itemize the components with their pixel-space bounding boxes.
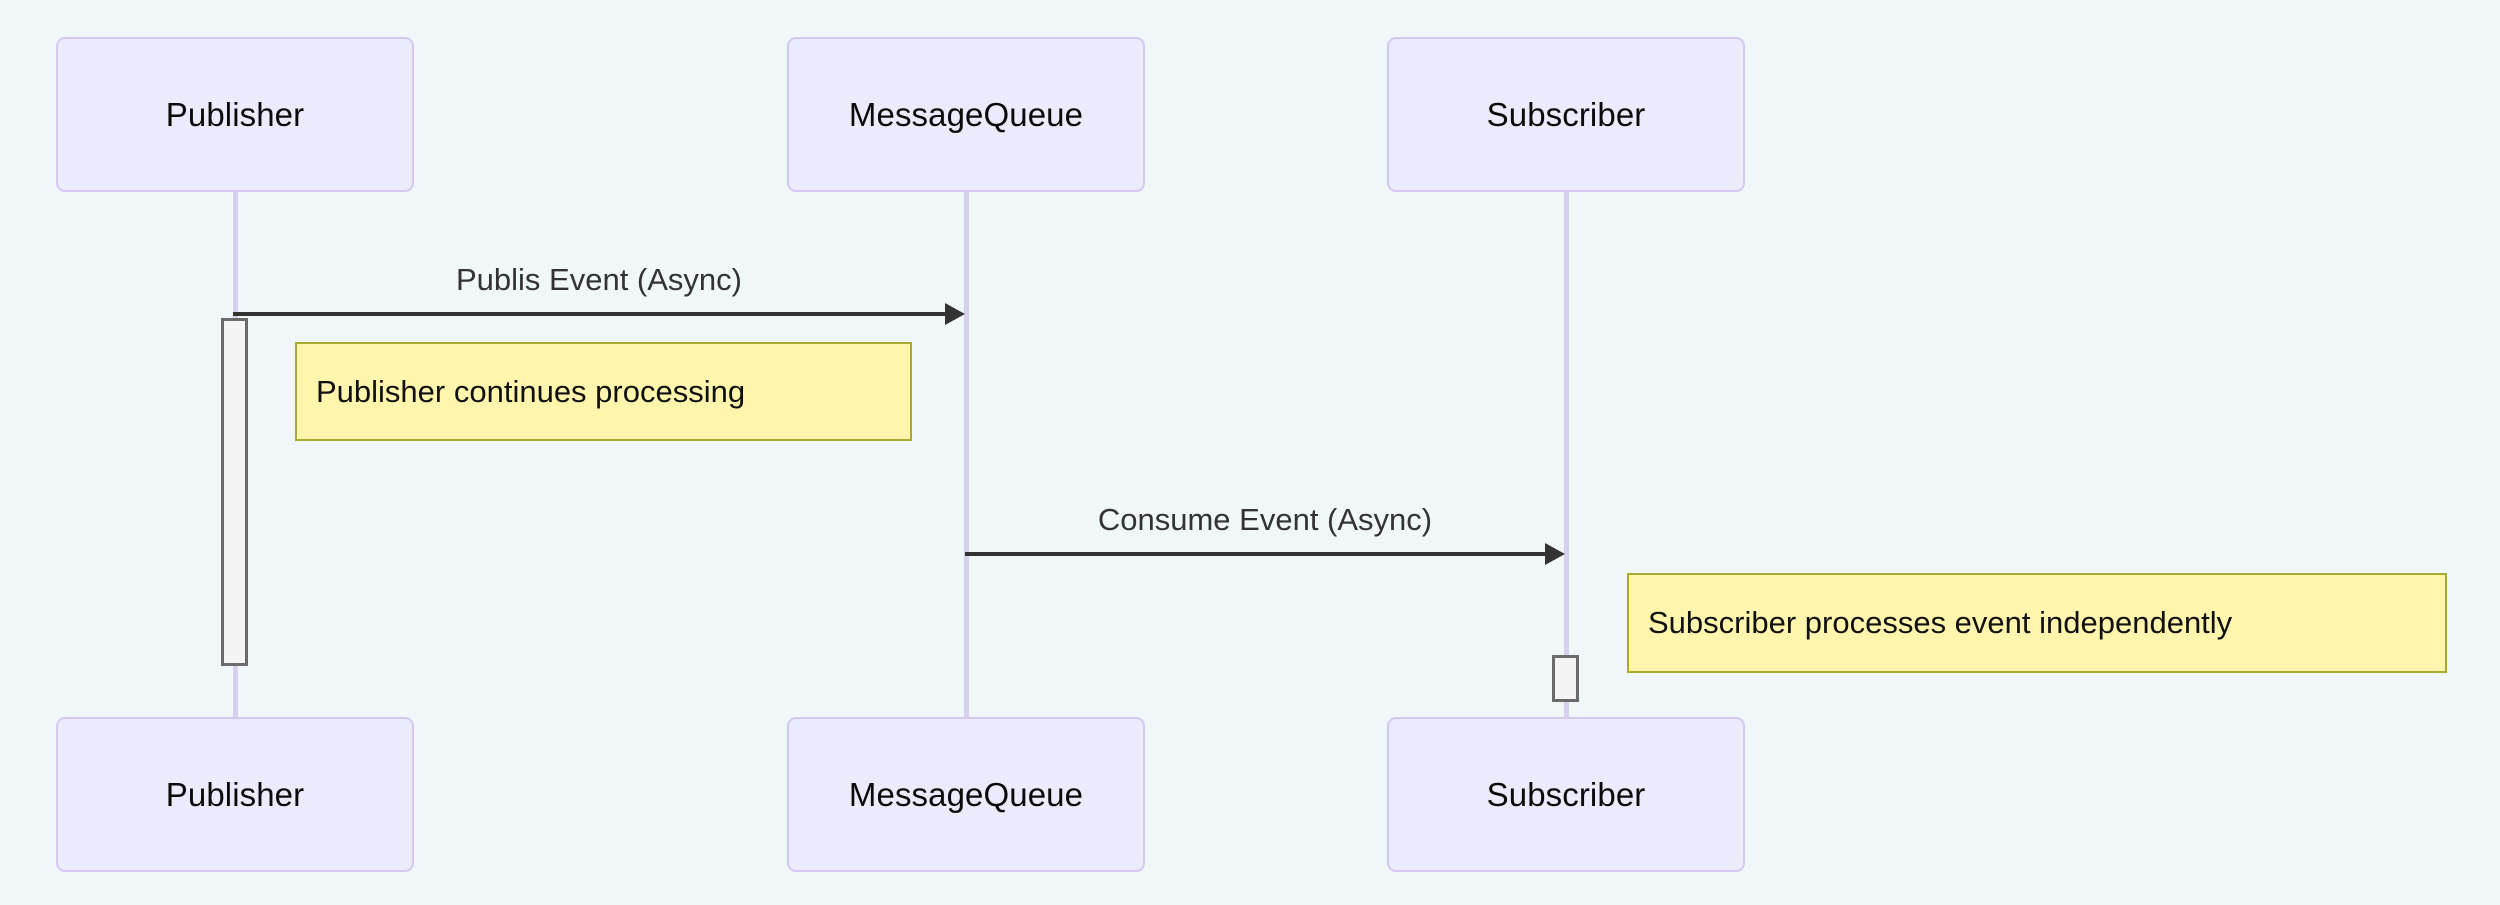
participant-label-publisher-bottom: Publisher	[165, 775, 305, 813]
participant-box-subscriber-bottom[interactable]: Subscriber	[1387, 717, 1745, 872]
participant-box-publisher-top[interactable]: Publisher	[56, 37, 414, 192]
participant-box-messagequeue-bottom[interactable]: MessageQueue	[787, 717, 1145, 872]
participant-label-subscriber-bottom: Subscriber	[1486, 775, 1646, 813]
note-text-publisher: Publisher continues processing	[316, 373, 746, 409]
message-arrowhead-publish-event	[945, 303, 965, 325]
note-subscriber-processes-event[interactable]: Subscriber processes event independently	[1627, 573, 2447, 673]
note-publisher-continues-processing[interactable]: Publisher continues processing	[295, 342, 912, 441]
participant-label-messagequeue-top: MessageQueue	[848, 95, 1084, 133]
participant-label-publisher-top: Publisher	[165, 95, 305, 133]
participant-label-subscriber-top: Subscriber	[1486, 95, 1646, 133]
message-label-consume-event: Consume Event (Async)	[1097, 502, 1433, 537]
message-line-consume-event	[965, 552, 1548, 556]
note-text-subscriber: Subscriber processes event independently	[1648, 605, 2233, 640]
participant-box-subscriber-top[interactable]: Subscriber	[1387, 37, 1745, 192]
activation-bar-publisher	[221, 318, 248, 666]
participant-label-messagequeue-bottom: MessageQueue	[848, 775, 1084, 813]
message-line-publish-event	[233, 312, 948, 316]
message-arrowhead-consume-event	[1545, 543, 1565, 565]
participant-box-publisher-bottom[interactable]: Publisher	[56, 717, 414, 872]
lifeline-subscriber	[1564, 192, 1569, 717]
activation-bar-subscriber	[1552, 655, 1579, 702]
lifeline-messagequeue	[964, 192, 969, 717]
participant-box-messagequeue-top[interactable]: MessageQueue	[787, 37, 1145, 192]
message-label-publish-event: Publis Event (Async)	[456, 262, 742, 297]
